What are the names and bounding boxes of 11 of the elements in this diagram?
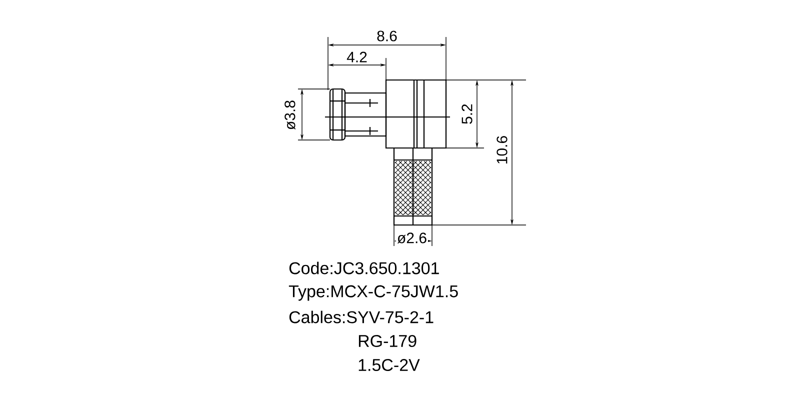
dimension-label: 4.2 (346, 52, 367, 62)
spec-text: Type:MCX-C-75JW1.5 (288, 285, 458, 301)
spec-text: Cables:SYV-75-2-1 (289, 310, 434, 324)
spec-text: RG-179 (358, 334, 416, 348)
dimension-label: ø3.8 (284, 100, 296, 130)
dimension-label: 10.6 (496, 136, 508, 164)
dimension-label: 5.2 (462, 104, 472, 124)
dimension-label: 8.6 (377, 30, 397, 42)
dimension-label: ø2.6 (396, 232, 428, 244)
spec-text: Code:JC3.650.1301 (289, 262, 439, 274)
spec-text: 1.5C-2V (358, 358, 420, 372)
